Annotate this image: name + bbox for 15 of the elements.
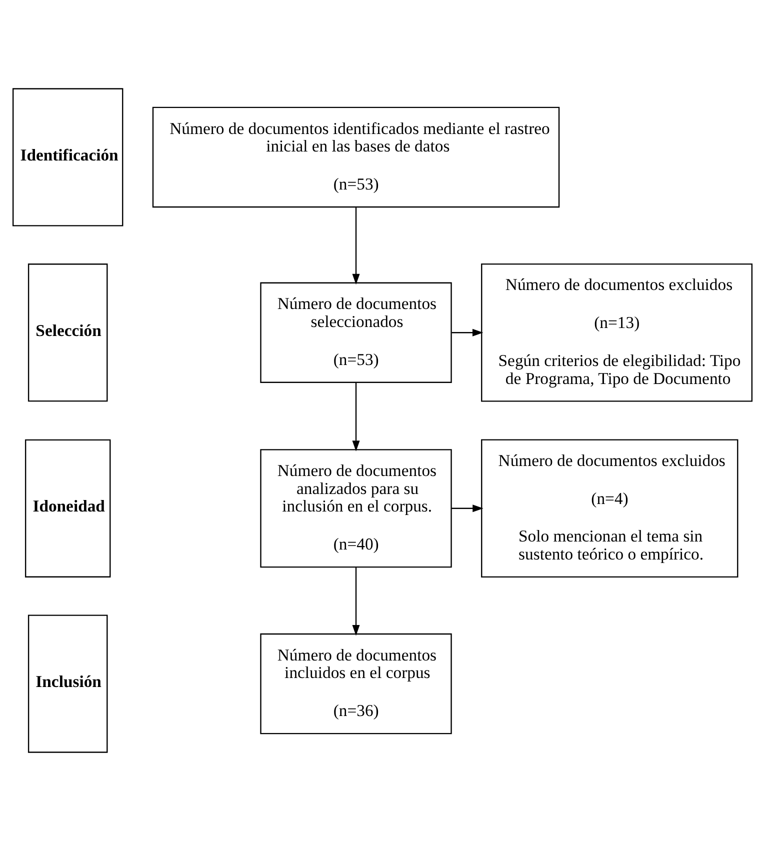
arrow xyxy=(352,207,360,285)
node-box: Número de documentos identificados mediante el rastreo inicial en las bases de datos (n=53) xyxy=(152,106,560,208)
node-box: Selección xyxy=(28,264,108,402)
node-box: Número de documentos excluidos (n=4) Solo mencionan el tema sin sustento teórico o empírico. xyxy=(481,439,738,578)
node-box: Número de documentos seleccionados (n=53) xyxy=(260,282,452,383)
arrow xyxy=(452,504,484,512)
node-box: Inclusión xyxy=(28,614,108,753)
node-box: Identificación xyxy=(12,88,124,226)
arrow xyxy=(352,567,360,636)
arrow xyxy=(352,382,360,452)
node-box: Número de documentos incluidos en el corpus (n=36) xyxy=(260,633,452,734)
arrow xyxy=(452,328,484,336)
node-box: Número de documentos excluidos (n=13) Según criterios de elegibilidad: Tipo de Programa, Tipo de Documento xyxy=(481,263,753,402)
node-box: Idoneidad xyxy=(24,439,111,578)
node-box: Número de documentos analizados para su inclusión en el corpus. (n=40) xyxy=(260,449,452,568)
